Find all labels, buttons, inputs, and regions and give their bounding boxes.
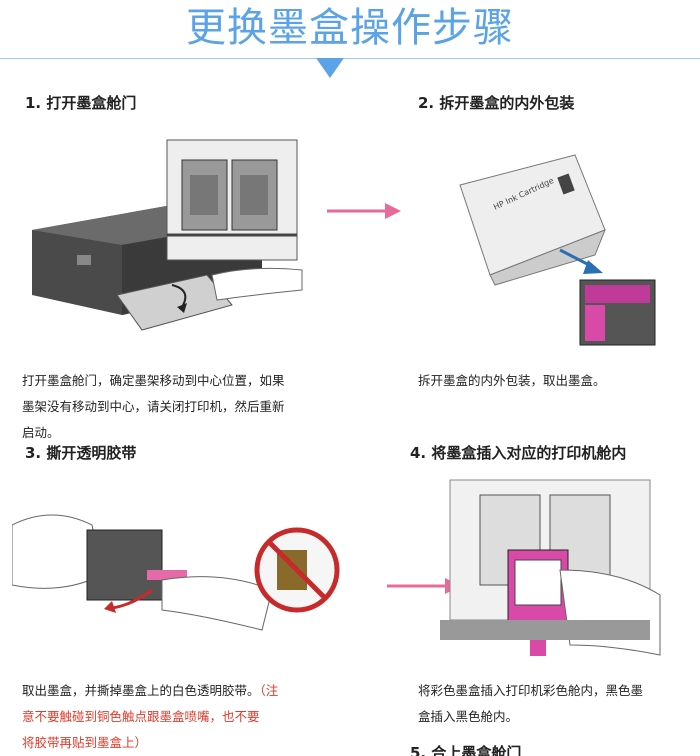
step-1-desc-line: 打开墨盒舱门，确定墨架移动到中心位置，如果	[22, 373, 285, 388]
step-3-warning-text: （注	[259, 683, 279, 698]
step-4-desc-line: 将彩色墨盒插入打印机彩色舱内，黑色墨	[418, 683, 644, 698]
step-2-description: 拆开墨盒的内外包装，取出墨盒。	[418, 368, 688, 394]
step-1-description: 打开墨盒舱门，确定墨架移动到中心位置，如果 墨架没有移动到中心，请关闭打印机，然…	[22, 368, 322, 446]
step-1-desc-line: 墨架没有移动到中心，请关闭打印机，然后重新	[22, 399, 285, 414]
step-4-description: 将彩色墨盒插入打印机彩色舱内，黑色墨 盒插入黑色舱内。	[418, 678, 688, 730]
step-3-heading: 3. 撕开透明胶带	[25, 444, 137, 462]
step-3-warning-text: 意不要触碰到铜色触点跟墨盒喷嘴，也不要	[22, 709, 260, 724]
step-5-heading-fragment: 5. 合上墨盒舱门	[410, 744, 522, 756]
insert-cartridge-image	[440, 479, 661, 656]
step-3-description: 取出墨盒，并撕掉墨盒上的白色透明胶带。（注 意不要触碰到铜色触点跟墨盒喷嘴，也不…	[22, 678, 322, 756]
step-1-heading: 1. 打开墨盒舱门	[25, 94, 137, 112]
page-title: 更换墨盒操作步骤	[186, 5, 514, 51]
step-4-heading: 4. 将墨盒插入对应的打印机舱内	[410, 444, 627, 462]
arrow-right-icon	[327, 203, 401, 219]
step-2-desc-line: 拆开墨盒的内外包装，取出墨盒。	[418, 373, 606, 388]
step-4-desc-line: 盒插入黑色舱内。	[418, 709, 519, 724]
divider	[0, 58, 700, 59]
cartridge-package-image: HP Ink Cartridge	[459, 154, 656, 346]
step-3-warning-text: 将胶带再贴到墨盒上）	[22, 735, 148, 750]
printer-open-door-image	[32, 139, 303, 331]
step-1-desc-line: 启动。	[22, 425, 60, 440]
chevron-down-icon	[316, 58, 344, 78]
step-3-desc-text: 取出墨盒，并撕掉墨盒上的白色透明胶带。	[22, 683, 260, 698]
remove-tape-image	[12, 514, 340, 631]
step-2-heading: 2. 拆开墨盒的内外包装	[418, 94, 575, 112]
